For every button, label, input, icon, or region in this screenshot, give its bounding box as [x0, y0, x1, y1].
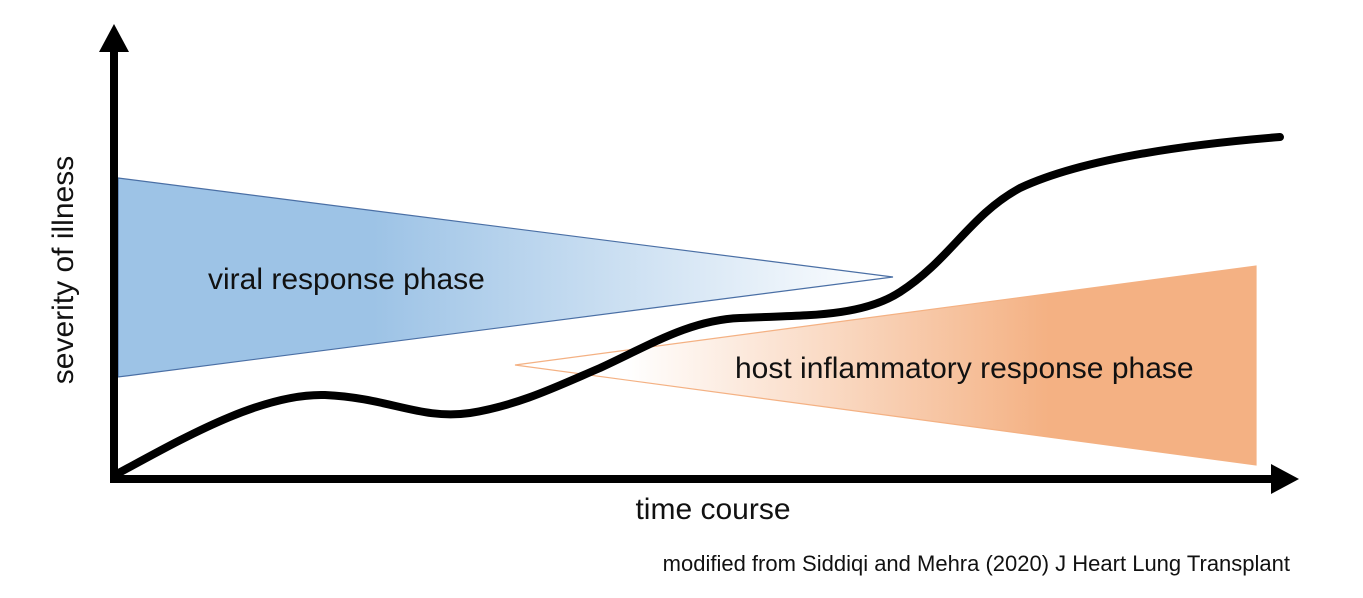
y-axis-arrow-icon — [99, 24, 129, 52]
source-note: modified from Siddiqi and Mehra (2020) J… — [663, 551, 1290, 576]
host-phase-label: host inflammatory response phase — [735, 352, 1194, 385]
host-phase-wedge — [514, 265, 1257, 466]
x-axis-arrow-icon — [1271, 464, 1299, 494]
x-axis-label: time course — [635, 493, 790, 526]
viral-phase-label: viral response phase — [208, 263, 485, 296]
y-axis-label: severity of illness — [47, 156, 80, 384]
severity-curve — [111, 133, 1284, 479]
